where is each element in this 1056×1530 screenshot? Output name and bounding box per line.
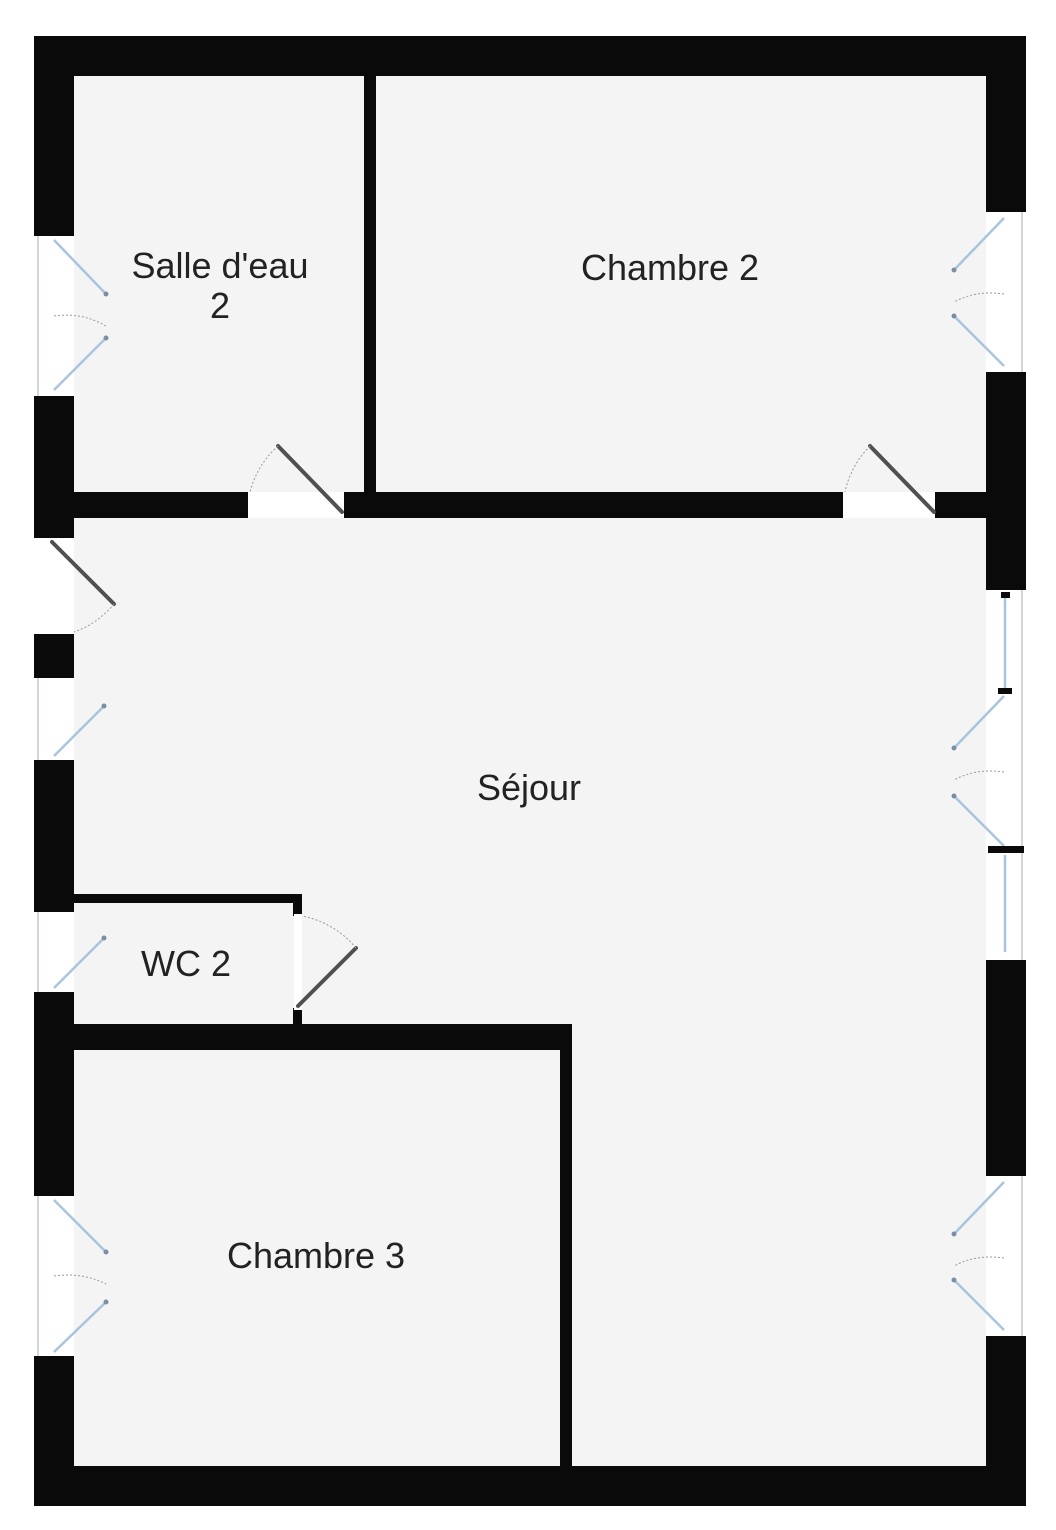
room-label-chambre-3: Chambre 3	[227, 1235, 405, 1276]
door-salle-d-eau	[249, 444, 344, 514]
window-chambre-3	[37, 1196, 109, 1356]
room-label-salle-d-eau-line2: 2	[210, 285, 230, 326]
window-wc-2	[37, 912, 107, 992]
room-label-salle-d-eau-line1: Salle d'eau	[131, 245, 308, 286]
window-salle-d-eau	[37, 236, 109, 396]
window-sejour-right-lower	[951, 1176, 1023, 1336]
window-sejour-left	[37, 678, 107, 760]
interior-walls	[74, 56, 986, 1486]
window-sejour-right	[951, 590, 1024, 960]
room-label-wc-2: WC 2	[141, 943, 231, 984]
room-label-sejour: Séjour	[477, 767, 581, 808]
room-labels: Salle d'eau 2 Chambre 2 Séjour WC 2 Cham…	[131, 245, 759, 1276]
room-label-chambre-2: Chambre 2	[581, 247, 759, 288]
wall-openings	[34, 212, 1026, 1356]
door-entry-left	[50, 540, 116, 633]
door-chambre-2	[844, 444, 936, 514]
floor-area	[74, 76, 986, 1466]
door-wc-2	[296, 915, 358, 1008]
window-chambre-2	[951, 212, 1023, 372]
